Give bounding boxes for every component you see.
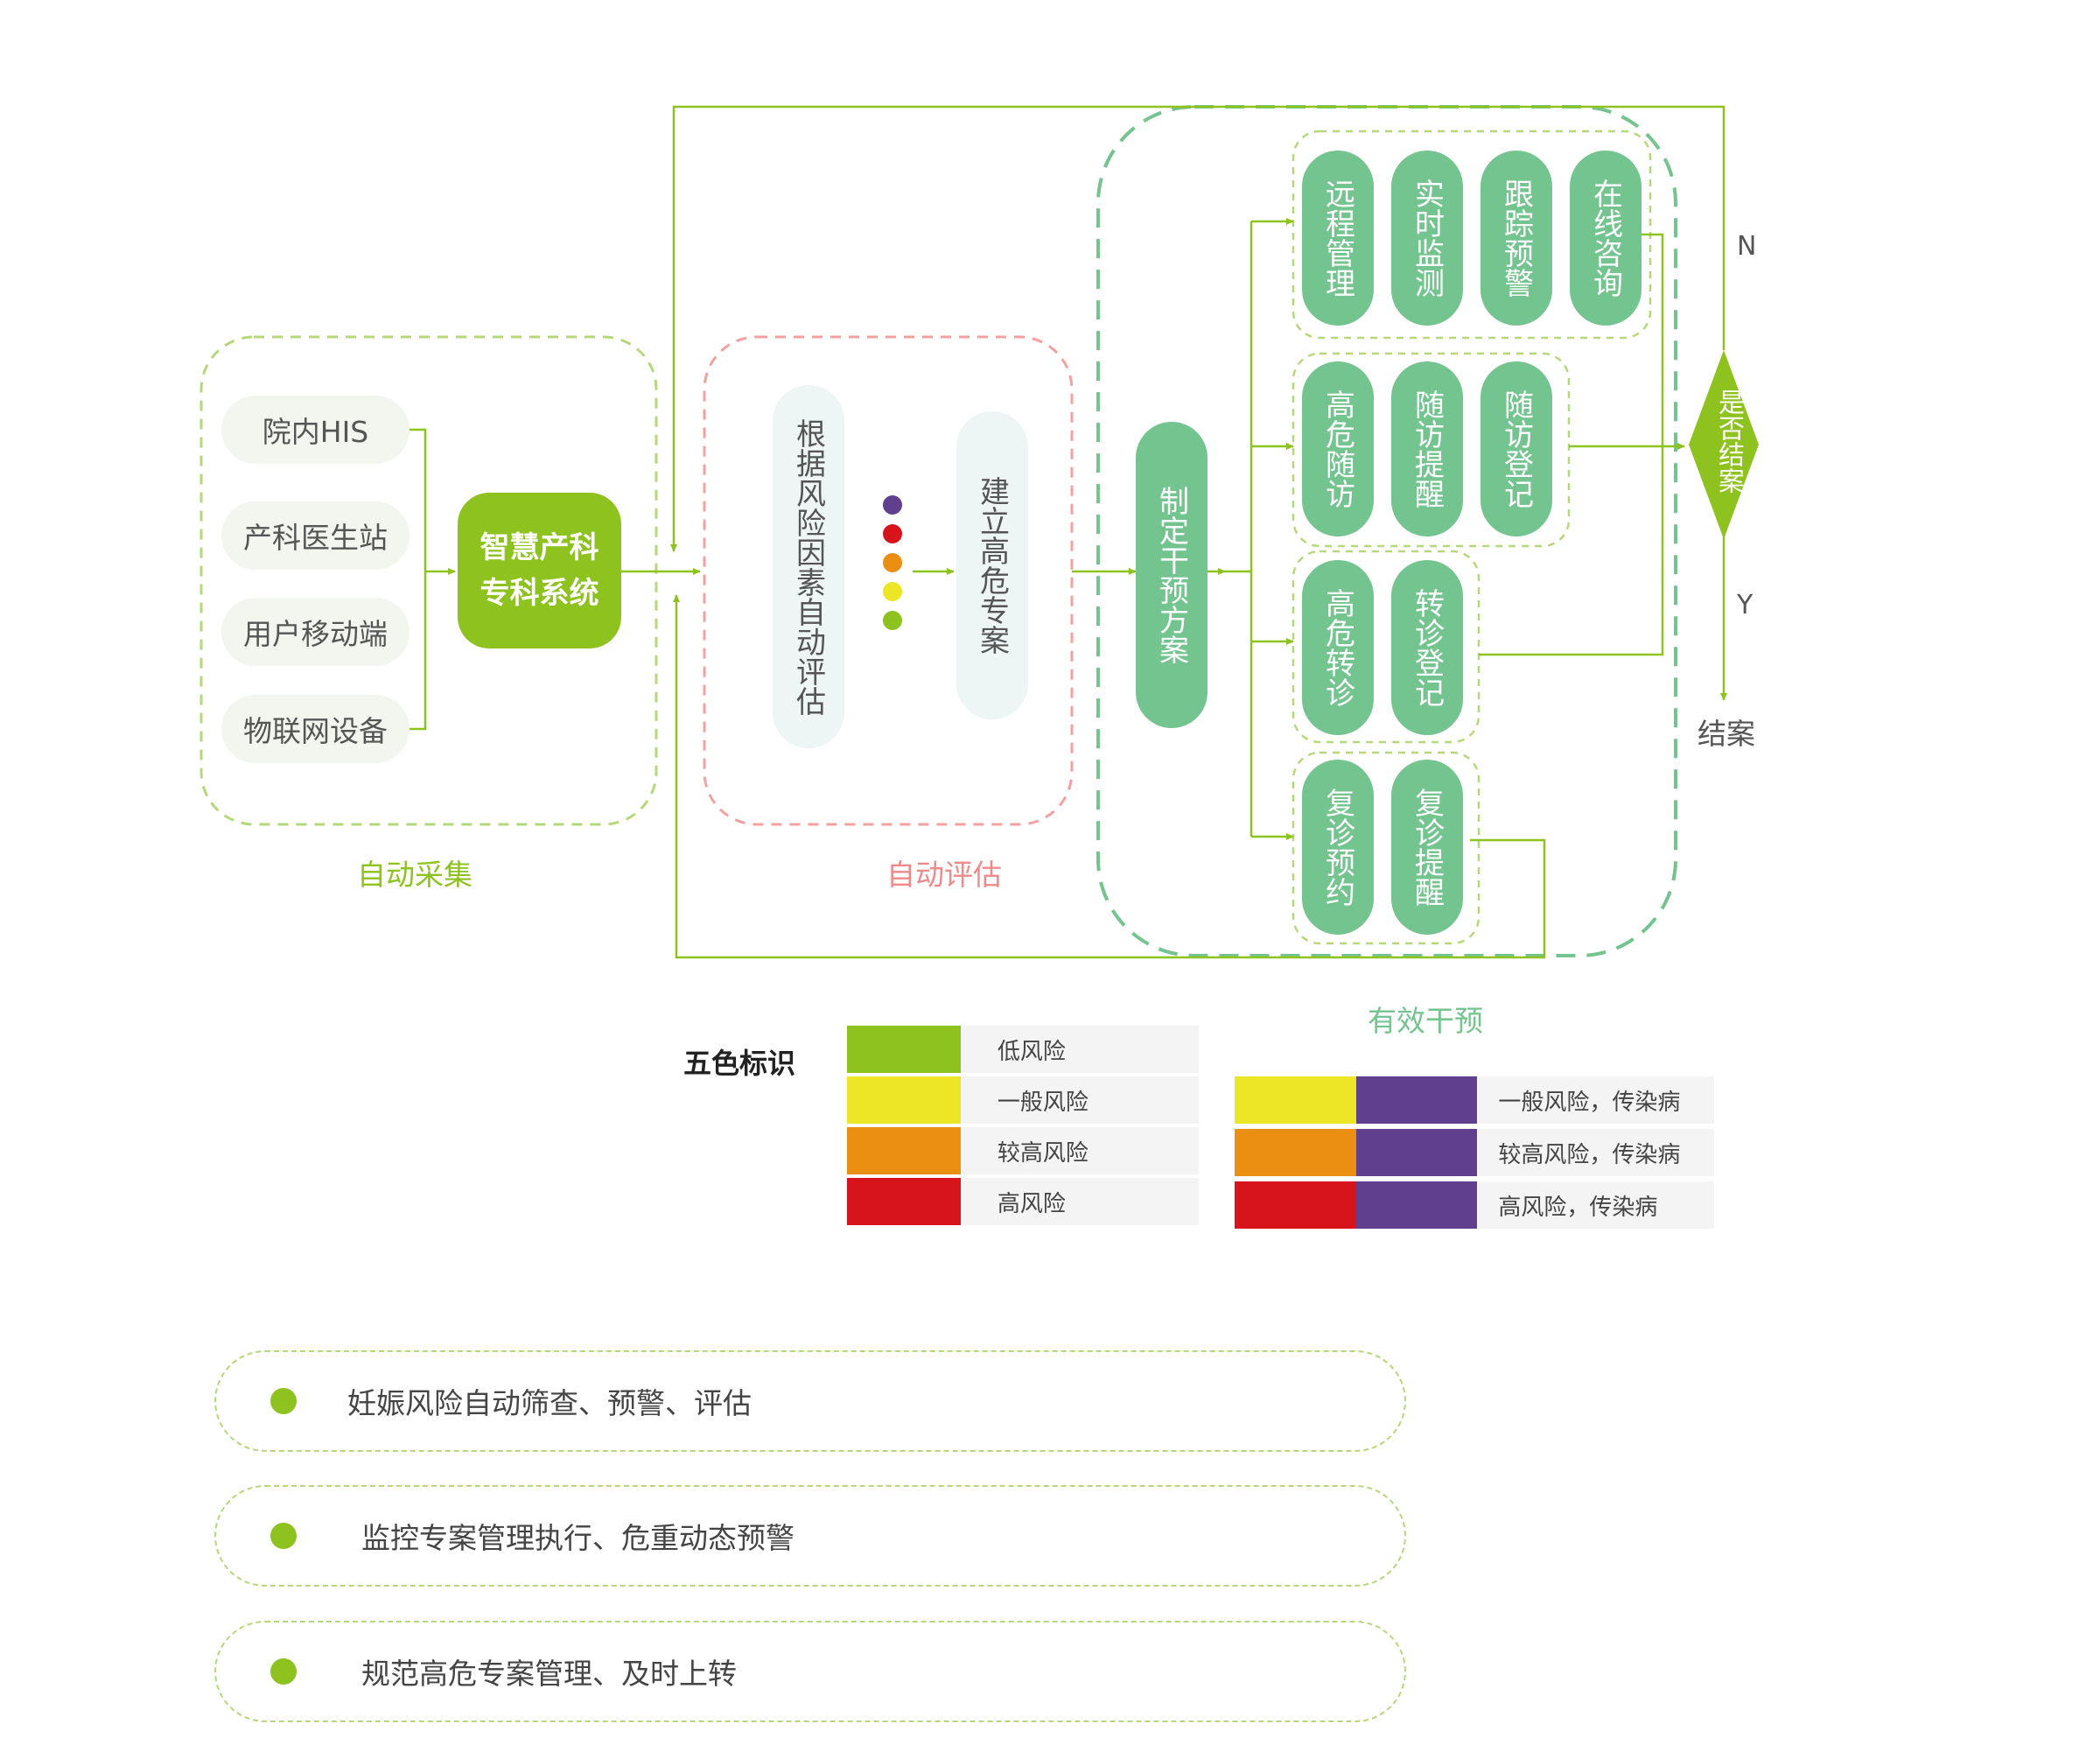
followup-register-label: 随访登记: [1498, 389, 1534, 508]
feature-text: 规范高危专案管理、及时上转: [361, 1657, 737, 1691]
legend-dual-row-high: 高风险，传染病: [1235, 1181, 1715, 1229]
feature-text: 监控专案管理执行、危重动态预警: [361, 1521, 794, 1555]
decision-no: N: [1737, 231, 1757, 262]
legend-title: 五色标识: [683, 1047, 796, 1080]
decision-yes: Y: [1737, 590, 1754, 620]
feature-item: 监控专案管理执行、危重动态预警: [214, 1485, 1406, 1587]
feature-bullet: [270, 1523, 297, 1549]
system-label-line2: 专科系统: [480, 576, 599, 611]
source-his: 院内HIS: [221, 396, 410, 464]
legend-swatch-high: [847, 1178, 961, 1225]
high-risk-followup-label: 高危随访: [1320, 389, 1355, 508]
high-risk-followup: 高危随访: [1302, 361, 1374, 536]
legend-dual-row-higher: 较高风险，传染病: [1235, 1129, 1715, 1176]
collect-group-frame: [200, 335, 658, 826]
case-closed: 结案: [1698, 717, 1755, 751]
realtime-monitoring-label: 实时监测: [1409, 179, 1445, 298]
feature-bullet: [270, 1388, 297, 1414]
collect-group-label: 自动采集: [357, 858, 472, 892]
risk-dot-yellow: [883, 582, 902, 601]
revisit-reminder-label: 复诊提醒: [1409, 788, 1445, 907]
decision-diamond: [1689, 350, 1759, 539]
row2-frame: [1292, 352, 1571, 548]
legend-dual-swatch-high: [1235, 1181, 1356, 1229]
risk-dot-red: [883, 524, 902, 543]
source-iot: 物联网设备: [221, 695, 410, 763]
risk-dots: [883, 495, 904, 635]
legend-swatch-general: [847, 1076, 961, 1124]
legend-row-low: 低风险: [847, 1026, 1199, 1073]
followup-reminder-label: 随访提醒: [1409, 389, 1445, 508]
row3-frame: [1292, 550, 1480, 744]
intervene-group-label: 有效干预: [1368, 1004, 1483, 1038]
legend-dual-swatch-higher: [1235, 1129, 1356, 1176]
feature-item: 妊娠风险自动筛查、预警、评估: [214, 1350, 1406, 1452]
legend-dual-swatch-general: [1235, 1076, 1356, 1124]
smart-obstetrics-system: 智慧产科 专科系统: [458, 493, 621, 648]
intervention-plan: 制定干预方案: [1136, 422, 1208, 728]
legend-dual-swatch-infectious-2: [1355, 1129, 1478, 1176]
revisit-reminder: 复诊提醒: [1391, 760, 1463, 935]
legend-single: 低风险 一般风险 较高风险 高风险: [847, 1026, 1199, 1225]
factor-evaluation: 根据风险因素自动评估: [773, 385, 844, 748]
legend-row-general: 一般风险: [847, 1076, 1199, 1124]
referral-register-label: 转诊登记: [1409, 588, 1445, 707]
create-high-risk-case: 建立高危专案: [956, 411, 1028, 719]
tracking-alert-label: 跟踪预警: [1498, 179, 1534, 298]
legend-label-higher: 较高风险: [960, 1127, 1199, 1174]
feature-text: 妊娠风险自动筛查、预警、评估: [347, 1386, 752, 1420]
decision-label: 是否结案: [1713, 389, 1744, 494]
legend-row-high: 高风险: [847, 1178, 1199, 1225]
feature-item: 规范高危专案管理、及时上转: [214, 1621, 1406, 1722]
source-mobile: 用户移动端: [221, 598, 410, 666]
legend-dual-label-high: 高风险，传染病: [1477, 1181, 1715, 1229]
revisit-appointment: 复诊预约: [1302, 760, 1374, 935]
followup-reminder: 随访提醒: [1391, 361, 1463, 536]
legend-dual-row-general: 一般风险，传染病: [1235, 1076, 1715, 1124]
system-label-line1: 智慧产科: [480, 530, 599, 565]
revisit-appointment-label: 复诊预约: [1320, 788, 1355, 907]
legend-dual-swatch-infectious-1: [1355, 1076, 1478, 1124]
online-consult: 在线咨询: [1570, 151, 1642, 326]
factor-evaluation-label: 根据风险因素自动评估: [790, 417, 826, 716]
online-consult-label: 在线咨询: [1587, 179, 1623, 298]
risk-dot-green: [883, 611, 902, 630]
legend-label-general: 一般风险: [960, 1076, 1199, 1124]
referral-register: 转诊登记: [1391, 560, 1463, 735]
legend-swatch-higher: [847, 1127, 961, 1174]
legend-dual: 一般风险，传染病 较高风险，传染病 高风险，传染病: [1235, 1076, 1715, 1229]
feature-bullet: [270, 1658, 297, 1685]
row4-frame: [1292, 751, 1480, 945]
create-case-label: 建立高危专案: [974, 476, 1010, 655]
risk-dot-purple: [883, 495, 902, 515]
legend-dual-label-higher: 较高风险，传染病: [1477, 1129, 1715, 1176]
risk-dot-orange: [883, 553, 902, 572]
realtime-monitoring: 实时监测: [1391, 151, 1463, 326]
legend-label-high: 高风险: [960, 1178, 1199, 1225]
high-risk-referral: 高危转诊: [1302, 560, 1374, 735]
legend-label-low: 低风险: [960, 1026, 1199, 1073]
assess-group-label: 自动评估: [886, 858, 1002, 892]
remote-management: 远程管理: [1302, 151, 1374, 326]
intervention-plan-label: 制定干预方案: [1153, 486, 1189, 664]
legend-dual-label-general: 一般风险，传染病: [1477, 1076, 1715, 1124]
tracking-alert: 跟踪预警: [1480, 151, 1552, 326]
remote-management-label: 远程管理: [1320, 179, 1355, 298]
followup-register: 随访登记: [1480, 361, 1552, 536]
legend-dual-swatch-infectious-3: [1355, 1181, 1478, 1229]
source-doctor-station: 产科医生站: [221, 501, 410, 570]
assess-group-frame: [703, 335, 1074, 826]
high-risk-referral-label: 高危转诊: [1320, 588, 1355, 707]
legend-swatch-low: [847, 1026, 961, 1073]
legend-row-higher: 较高风险: [847, 1127, 1199, 1174]
